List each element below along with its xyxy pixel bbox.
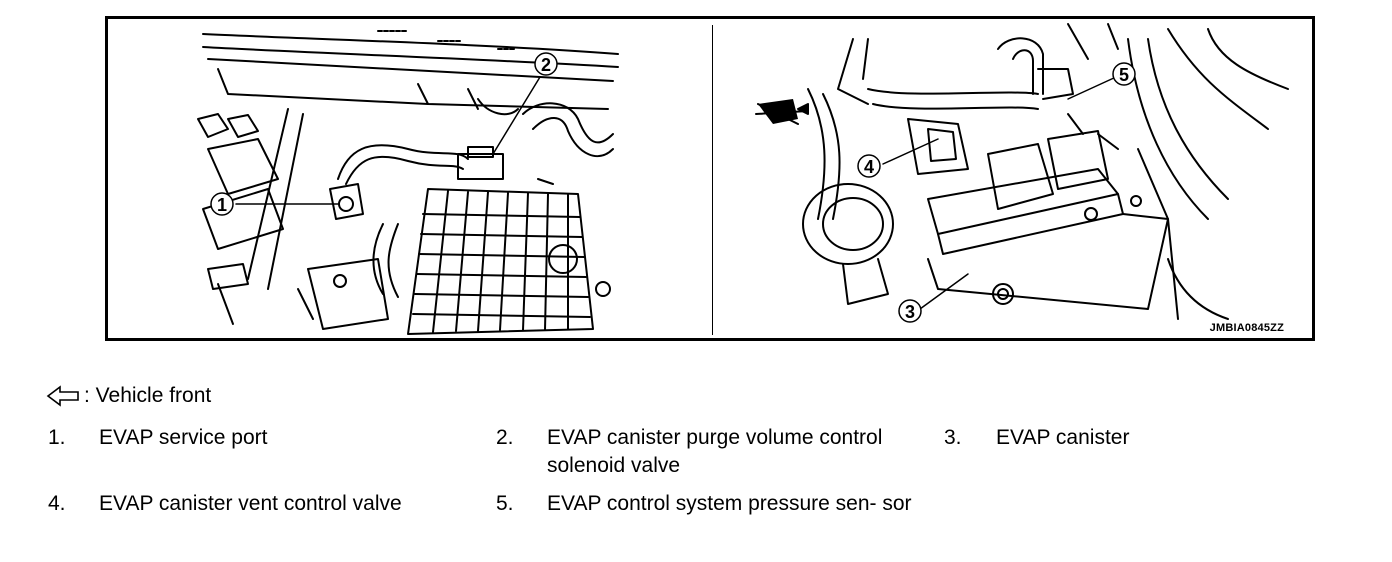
figure-code: JMBIA0845ZZ: [1209, 322, 1284, 334]
callout-3-label: 3: [905, 302, 915, 322]
component-location-figure: 1 2: [105, 16, 1315, 341]
item-number: 1.: [48, 426, 66, 449]
callout-2: [534, 52, 558, 76]
item-number: 5.: [496, 492, 514, 515]
callout-1: [210, 192, 234, 216]
item-text: EVAP canister: [996, 426, 1130, 449]
callout-3: [898, 299, 922, 323]
engine-bay-illustration: 1 2: [197, 23, 1289, 335]
panel-divider: [712, 25, 713, 335]
callout-4: [857, 154, 881, 178]
item-text: EVAP canister purge volume control solen…: [547, 426, 883, 477]
callout-5: [1112, 62, 1136, 86]
callout-1-label: 1: [217, 195, 227, 215]
item-number: 2.: [496, 426, 514, 449]
callout-5-label: 5: [1119, 65, 1129, 85]
callout-4-label: 4: [864, 157, 874, 177]
item-number: 4.: [48, 492, 66, 515]
left-panel-drawing: [197, 30, 619, 335]
item-text: EVAP canister vent control valve: [99, 492, 402, 515]
item-number: 3.: [944, 426, 962, 449]
item-text: EVAP control system pressure sen- sor: [547, 492, 912, 515]
right-panel-drawing: [755, 23, 1289, 320]
arrow-left-outline-icon: [46, 385, 79, 407]
legend-vehicle-front: : Vehicle front: [46, 384, 211, 408]
legend-arrow-label: : Vehicle front: [84, 384, 212, 407]
item-text: EVAP service port: [99, 426, 268, 449]
callout-2-label: 2: [541, 55, 551, 75]
